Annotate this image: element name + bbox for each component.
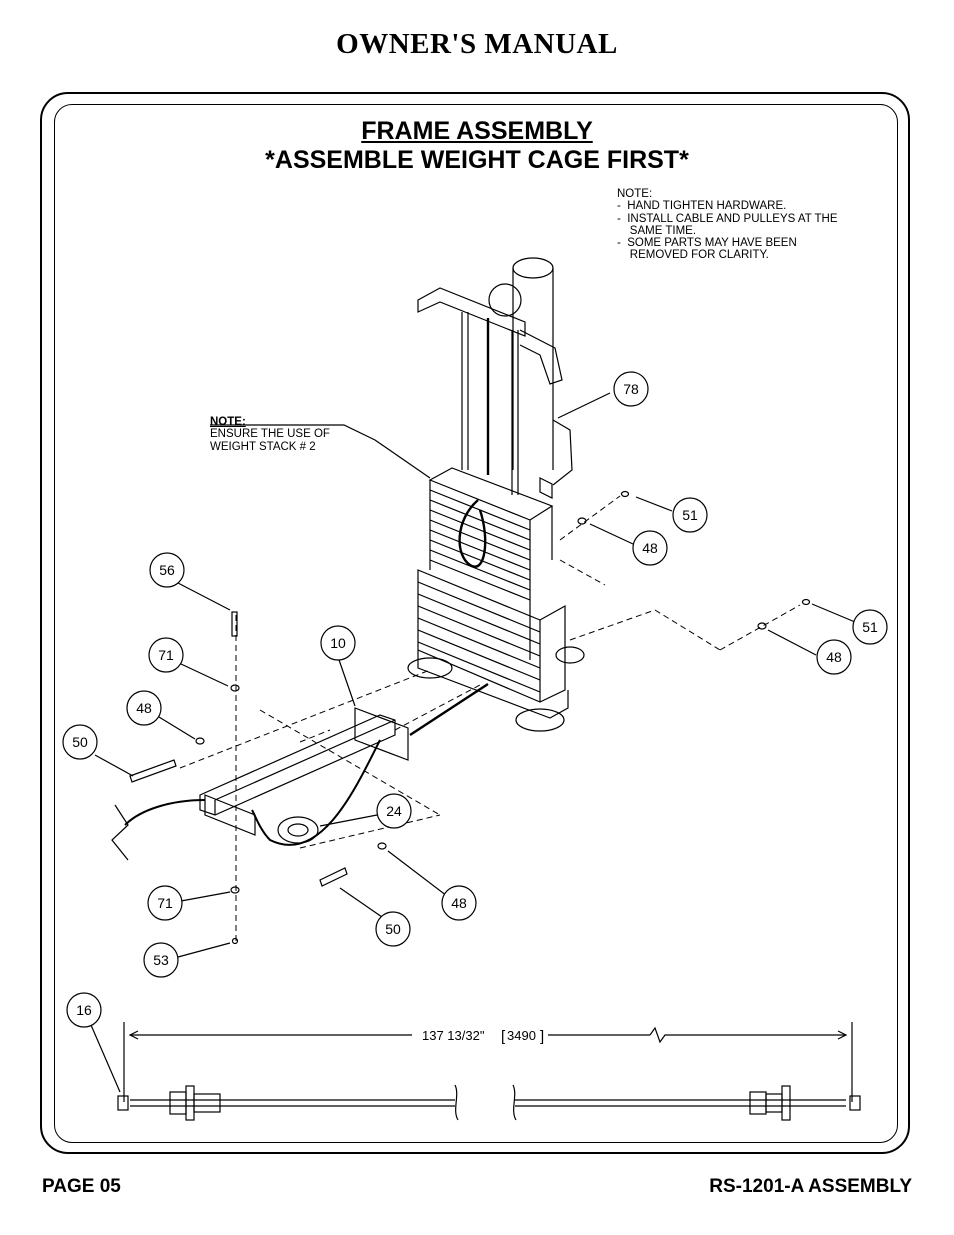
general-note-line: NOTE: [617,188,653,200]
weight-stack-note-line: WEIGHT STACK # 2 [210,440,316,453]
callout-78: 78 [613,371,649,407]
svg-text:50: 50 [385,921,401,937]
page-number: PAGE 05 [42,1176,121,1197]
section-subtitle: *ASSEMBLE WEIGHT CAGE FIRST* [265,146,689,174]
callout-51: 51 [852,609,888,645]
callout-16: 16 [66,992,102,1028]
page-frame-inner [54,104,898,1143]
general-note: NOTE: - HAND TIGHTEN HARDWARE. - INSTALL… [617,188,838,262]
svg-text:10: 10 [330,635,346,651]
svg-text:56: 56 [159,562,175,578]
callout-48: 48 [632,530,668,566]
callout-53: 53 [143,942,179,978]
section-title: FRAME ASSEMBLY [361,117,593,145]
svg-text:24: 24 [386,803,402,819]
svg-text:48: 48 [826,649,842,665]
svg-text:48: 48 [136,700,152,716]
cable-length-metric: 3490 [507,1028,536,1043]
svg-text:48: 48 [642,540,658,556]
svg-text:78: 78 [623,381,639,397]
svg-text:71: 71 [158,647,174,663]
weight-stack-note-line: ENSURE THE USE OF [210,428,330,441]
svg-text:51: 51 [862,619,878,635]
callout-24: 24 [376,793,412,829]
general-note-line: - SOME PARTS MAY HAVE BEEN [617,237,797,250]
callout-56: 56 [149,552,185,588]
manual-title: OWNER'S MANUAL [336,28,618,60]
callout-48: 48 [126,690,162,726]
svg-text:51: 51 [682,507,698,523]
general-note-line: REMOVED FOR CLARITY. [617,249,769,262]
general-note-line: - HAND TIGHTEN HARDWARE. [617,200,787,213]
svg-text:53: 53 [153,952,169,968]
svg-text:16: 16 [76,1002,92,1018]
general-note-line: - INSTALL CABLE AND PULLEYS AT THE [617,212,838,225]
cable-length-label: 137 13/32" [422,1028,485,1043]
callout-71: 71 [147,885,183,921]
callout-48: 48 [441,885,477,921]
dimension-bracket-open: [ [501,1028,506,1045]
callout-48: 48 [816,639,852,675]
svg-text:48: 48 [451,895,467,911]
callout-51: 51 [672,497,708,533]
general-note-line: SAME TIME. [617,224,697,237]
callout-50: 50 [375,911,411,947]
callout-10: 10 [320,625,356,661]
model-assembly-label: RS-1201-A ASSEMBLY [709,1176,912,1197]
svg-text:50: 50 [72,734,88,750]
callout-50: 50 [62,724,98,760]
callout-71: 71 [148,637,184,673]
page-frame-outer [40,92,910,1154]
dimension-bracket-close: ] [540,1028,544,1045]
svg-text:71: 71 [157,895,173,911]
